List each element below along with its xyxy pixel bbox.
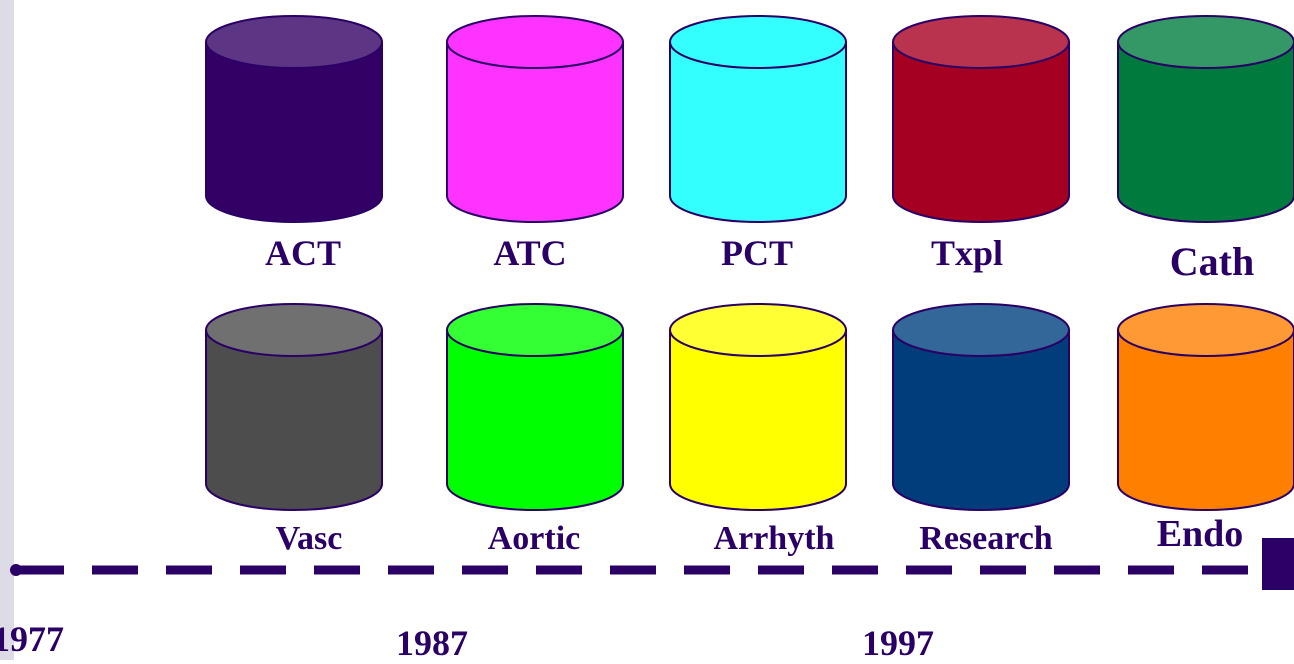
- cylinder-body: [892, 329, 1070, 511]
- cylinder-top: [892, 303, 1070, 357]
- timeline-end-square: [1262, 538, 1294, 590]
- cylinder-top: [892, 15, 1070, 69]
- database-cylinder-atc: [446, 15, 624, 223]
- database-cylinder-cath: [1117, 15, 1294, 223]
- cylinder-top: [669, 15, 847, 69]
- db-label-act: ACT: [264, 233, 342, 273]
- db-label-pct: PCT: [721, 233, 793, 273]
- cylinder-body: [892, 41, 1070, 223]
- db-label-atc: ATC: [493, 233, 567, 273]
- cylinder-body: [205, 329, 383, 511]
- cylinder-top: [446, 303, 624, 357]
- database-cylinder-txpl: [892, 15, 1070, 223]
- left-sidebar-strip: [0, 0, 14, 660]
- database-cylinder-research: [892, 303, 1070, 511]
- timeline-start-dot: [10, 564, 22, 576]
- database-cylinder-endo: [1117, 303, 1294, 511]
- db-label-cath: Cath: [1169, 239, 1255, 284]
- cylinder-body: [205, 41, 383, 223]
- cylinder-body: [1117, 329, 1294, 511]
- database-cylinder-aortic: [446, 303, 624, 511]
- cylinder-body: [446, 41, 624, 223]
- cylinder-top: [446, 15, 624, 69]
- year-label-1977: 1977: [0, 619, 64, 659]
- cylinder-body: [669, 329, 847, 511]
- cylinder-top: [669, 303, 847, 357]
- db-label-endo: Endo: [1156, 513, 1244, 555]
- database-cylinder-act: [205, 15, 383, 223]
- db-label-research: Research: [919, 520, 1053, 557]
- database-cylinder-vasc: [205, 303, 383, 511]
- timeline-axis: [10, 538, 1294, 590]
- cylinder-body: [1117, 41, 1294, 223]
- db-label-vasc: Vasc: [275, 520, 343, 557]
- cylinder-top: [205, 15, 383, 69]
- database-cylinder-pct: [669, 15, 847, 223]
- db-label-txpl: Txpl: [930, 233, 1004, 273]
- cylinder-top: [205, 303, 383, 357]
- db-label-aortic: Aortic: [487, 520, 581, 557]
- cylinder-body: [446, 329, 624, 511]
- year-label-1987: 1987: [396, 623, 468, 663]
- db-label-arrhyth: Arrhyth: [713, 520, 835, 557]
- database-cylinder-arrhyth: [669, 303, 847, 511]
- cylinder-top: [1117, 15, 1294, 69]
- cylinder-top: [1117, 303, 1294, 357]
- cylinder-body: [669, 41, 847, 223]
- year-label-1997: 1997: [862, 623, 934, 663]
